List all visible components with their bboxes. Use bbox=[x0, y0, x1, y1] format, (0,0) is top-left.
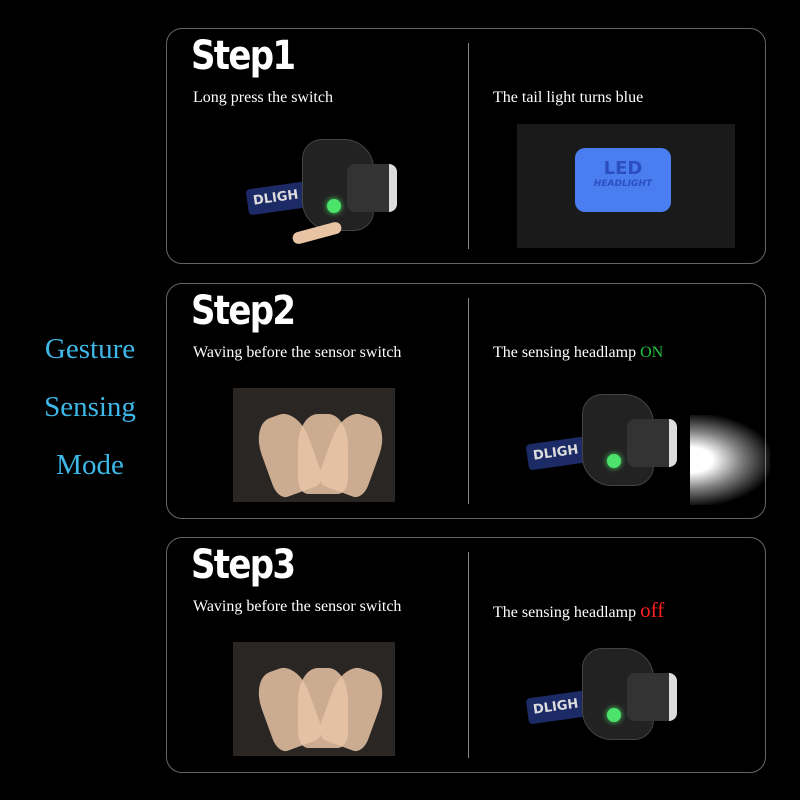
mode-word: Sensing bbox=[44, 391, 136, 423]
mode-label: Gesture Sensing Mode bbox=[20, 320, 160, 494]
status-off: off bbox=[640, 598, 665, 622]
right-caption: The sensing headlamp off bbox=[493, 598, 665, 622]
left-caption: Waving before the sensor switch bbox=[193, 344, 402, 361]
divider bbox=[468, 43, 469, 249]
headlamp-image: DLIGH bbox=[245, 129, 397, 239]
step-title: Step2 bbox=[191, 288, 296, 334]
waving-hands-image bbox=[233, 642, 395, 756]
led-text: LED bbox=[603, 158, 643, 179]
divider bbox=[468, 552, 469, 758]
left-caption: Waving before the sensor switch bbox=[193, 598, 402, 615]
headlamp-image: DLIGH bbox=[525, 638, 677, 748]
left-caption: Long press the switch bbox=[193, 89, 333, 106]
step-title: Step1 bbox=[191, 33, 296, 79]
led-subtext: HEADLIGHT bbox=[593, 179, 653, 189]
mode-word: Mode bbox=[56, 449, 124, 481]
step-title: Step3 bbox=[191, 542, 296, 588]
status-on: ON bbox=[640, 344, 664, 361]
waving-hands-image bbox=[233, 388, 395, 502]
step1-panel: Step1 Long press the switch The tail lig… bbox=[166, 28, 766, 264]
right-caption: The sensing headlamp ON bbox=[493, 344, 664, 361]
mode-word: Gesture bbox=[44, 333, 136, 365]
light-beam bbox=[690, 415, 770, 505]
step3-panel: Step3 Waving before the sensor switch Th… bbox=[166, 537, 766, 773]
right-caption: The tail light turns blue bbox=[493, 89, 644, 106]
green-switch-icon bbox=[607, 454, 621, 468]
step2-panel: Step2 Waving before the sensor switch Th… bbox=[166, 283, 766, 519]
divider bbox=[468, 298, 469, 504]
headlamp-image: DLIGH bbox=[525, 384, 677, 494]
green-switch-icon bbox=[607, 708, 621, 722]
green-switch-icon bbox=[327, 199, 341, 213]
